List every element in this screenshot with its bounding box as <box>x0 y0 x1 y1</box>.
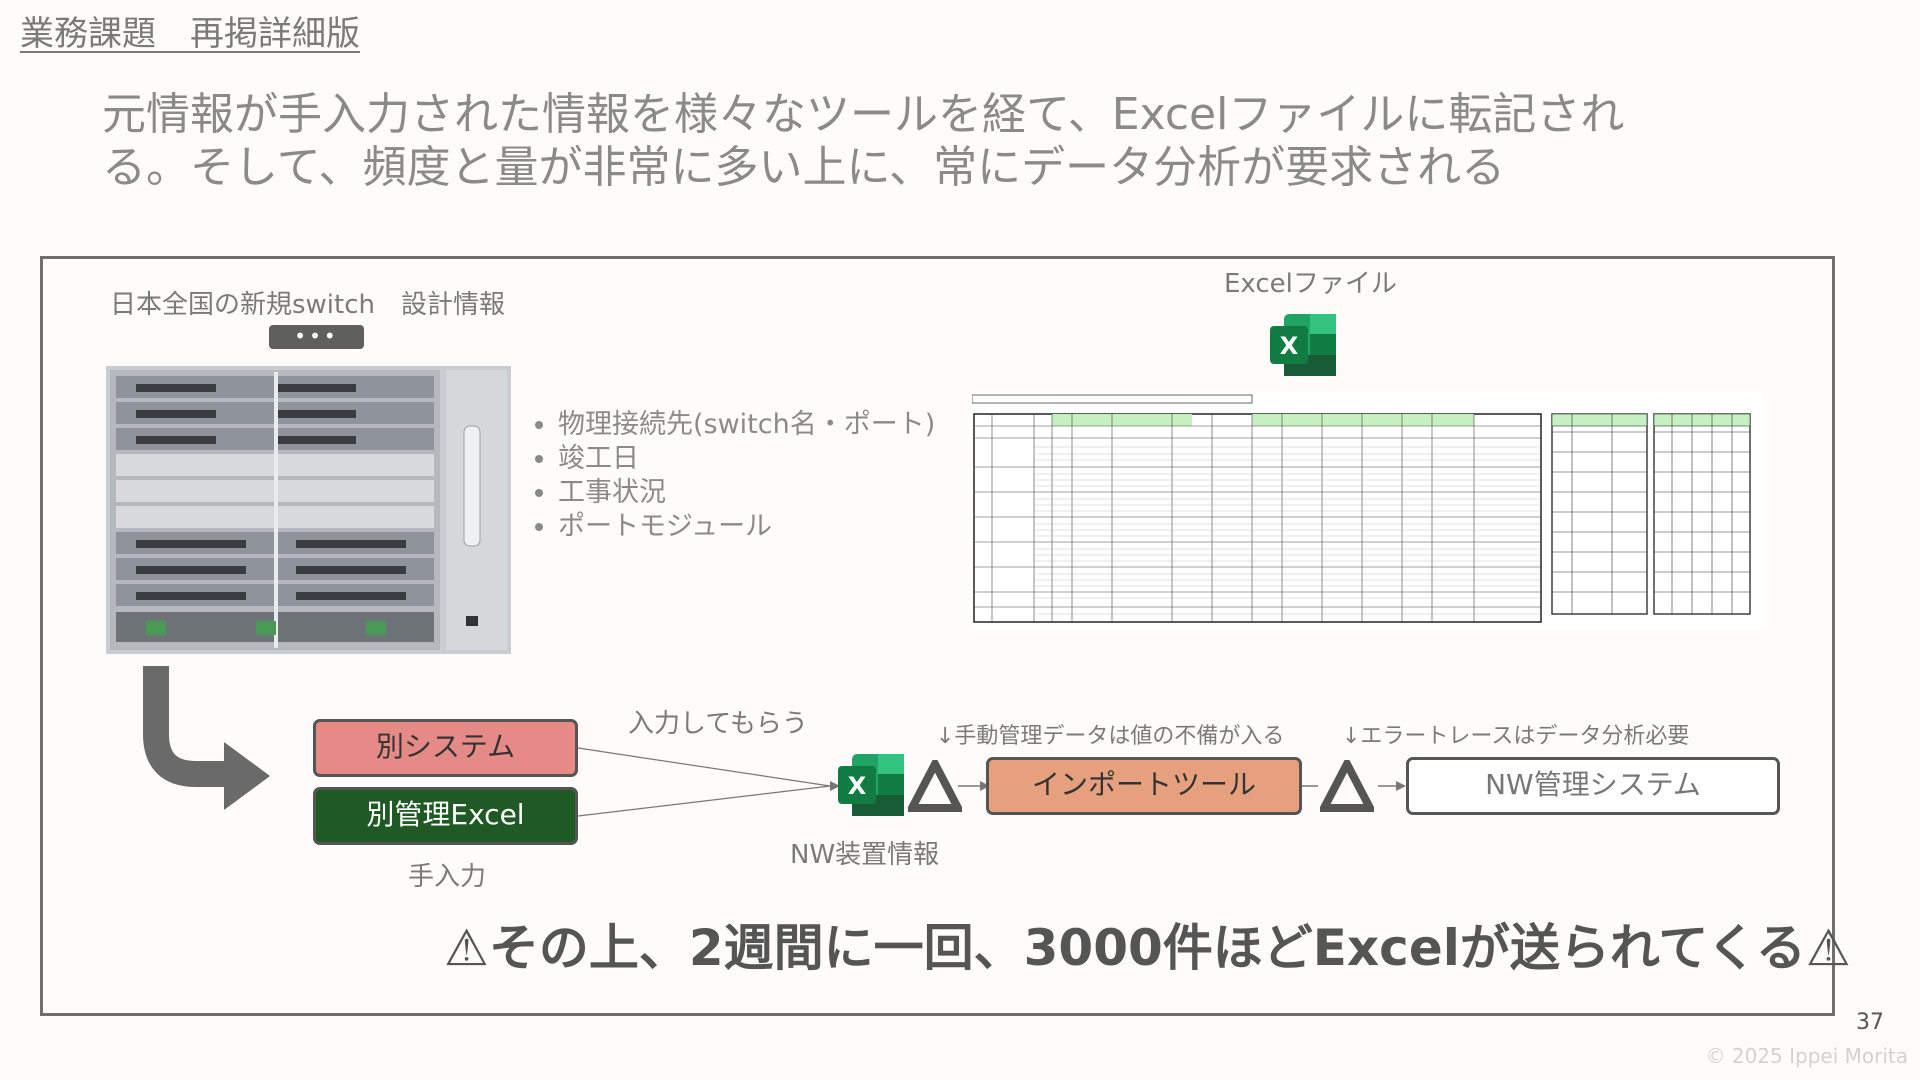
svg-text:X: X <box>848 772 867 800</box>
import-tool-box: インポートツール <box>986 757 1302 815</box>
nw-device-info-label: NW装置情報 <box>790 834 939 871</box>
warning-triangle-icon <box>908 760 962 812</box>
manual-input-label: 手入力 <box>408 856 486 893</box>
page-number: 37 <box>1856 1010 1884 1035</box>
separate-excel-box: 別管理Excel <box>313 787 578 845</box>
warning-triangle-icon <box>1320 760 1374 812</box>
copyright: © 2025 Ippei Morita <box>1706 1044 1909 1068</box>
have-them-input-label: 入力してもらう <box>628 703 808 740</box>
volume-warning: ⚠その上、2週間に一回、3000件ほどExcelが送られてくる⚠ <box>444 908 1851 980</box>
manual-data-note: ↓手動管理データは値の不備が入る <box>936 718 1284 750</box>
error-trace-note: ↓エラートレースはデータ分析必要 <box>1342 718 1689 750</box>
nw-management-system-box: NW管理システム <box>1406 757 1780 815</box>
separate-system-box: 別システム <box>313 719 578 777</box>
excel-icon: X <box>836 752 906 818</box>
